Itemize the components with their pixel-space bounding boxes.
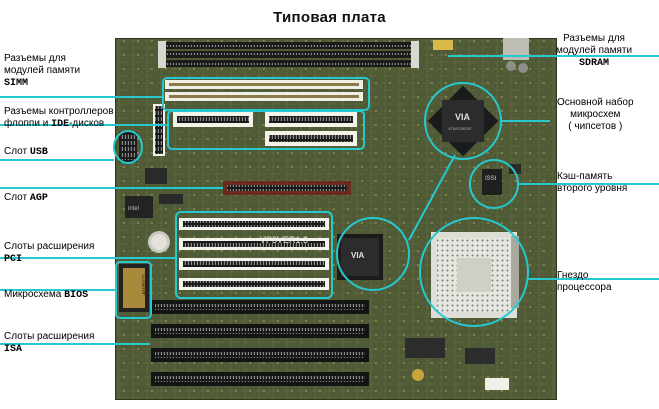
svg-text:VIA: VIA (455, 112, 471, 122)
isa-slots (151, 300, 369, 386)
label-ide: Разъемы контроллеров флоппи и IDE-дисков (4, 106, 114, 130)
agp-slot (223, 181, 351, 195)
page-title: Типовая плата (273, 9, 386, 26)
label-sdram: Разъемы для модулей памяти SDRAM (556, 33, 633, 69)
svg-text:VIA: VIA (351, 251, 365, 260)
label-chipset: Основной набор микросхем ( чипсетов ) (557, 97, 634, 132)
sdram-slots (158, 41, 419, 68)
label-isa: Слоты расширения ISA (4, 331, 95, 355)
board-silkscreen: VP3VER1.3 (260, 235, 308, 245)
label-usb: Слот USB (4, 146, 48, 158)
svg-text:intel: intel (128, 206, 139, 212)
svg-text:VT82C597AT: VT82C597AT (448, 126, 472, 131)
label-simm: Разъемы для модулей памяти SIMM (4, 53, 81, 89)
svg-text:AMIBIOS: AMIBIOS (142, 273, 148, 295)
label-pci: Слоты расширения PCI (4, 241, 95, 265)
label-bios: Микросхема BIOS (4, 289, 89, 301)
south-bridge-chip: VIA (337, 234, 383, 280)
svg-text:ISSI: ISSI (485, 176, 497, 182)
motherboard-image: intel VIA VT82C597AT ISSI VP3VER1.3 VIA (115, 38, 557, 400)
cpu-socket (431, 232, 519, 318)
label-agp: Слот AGP (4, 192, 48, 204)
bios-chip: AMIBIOS (119, 264, 149, 312)
label-socket: Гнездо процессора (557, 270, 612, 293)
label-cache: Кэш-память второго уровня (557, 171, 628, 194)
